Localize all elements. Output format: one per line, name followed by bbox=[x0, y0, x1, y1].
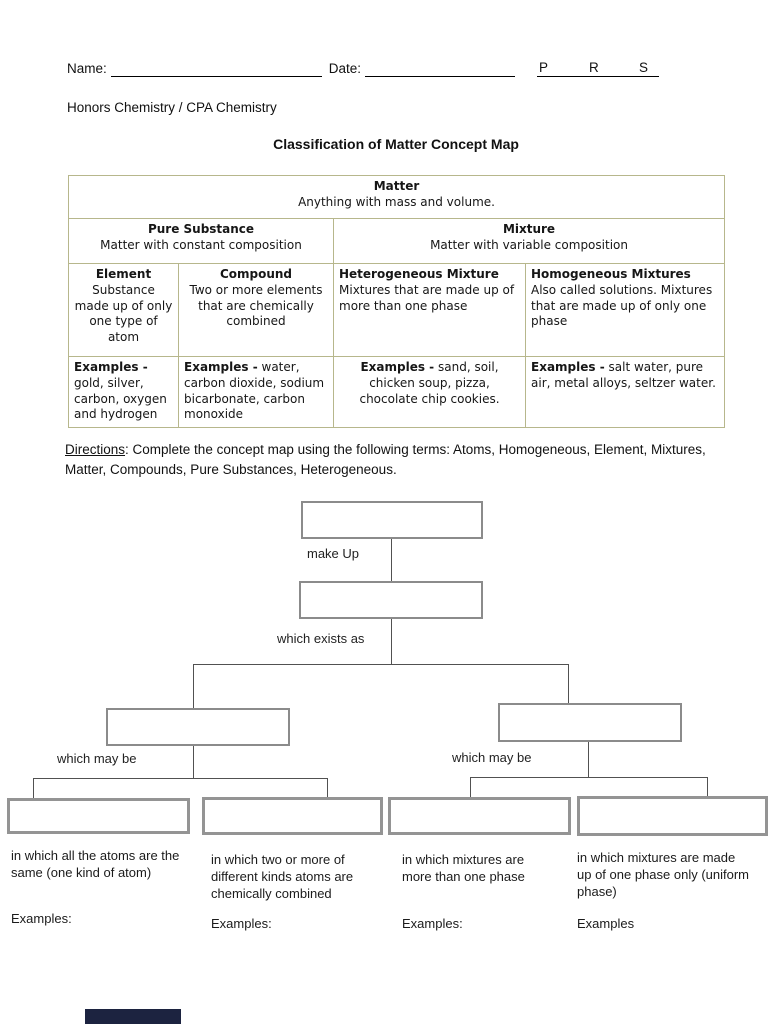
cell-homogeneous-examples: Examples - salt water, pure air, metal a… bbox=[524, 356, 726, 428]
edge-label-may-be-right: which may be bbox=[452, 750, 532, 765]
examples-label-1: Examples: bbox=[11, 911, 72, 926]
concept-box-left-mid[interactable] bbox=[106, 708, 290, 746]
examples-label-2: Examples: bbox=[211, 916, 272, 931]
cell-compound-examples: Examples - water, carbon dioxide, sodium… bbox=[178, 356, 334, 428]
matter-title: Matter bbox=[373, 179, 420, 193]
prs-initials: P R S bbox=[537, 60, 659, 77]
heterogeneous-title: Heterogeneous Mixture bbox=[339, 267, 499, 281]
cell-element-examples: Examples - gold, silver, carbon, oxygen … bbox=[68, 356, 179, 428]
concept-box-right-mid[interactable] bbox=[498, 703, 682, 742]
element-title: Element bbox=[95, 267, 152, 281]
mixture-desc: Matter with variable composition bbox=[430, 237, 628, 252]
concept-box-bottom-2[interactable] bbox=[202, 797, 383, 835]
directions-label: Directions bbox=[65, 442, 126, 457]
concept-box-bottom-3[interactable] bbox=[388, 797, 571, 835]
cell-matter: Matter Anything with mass and volume. bbox=[67, 175, 726, 219]
edge-label-may-be-left: which may be bbox=[57, 751, 137, 766]
directions: Directions: Complete the concept map usi… bbox=[65, 440, 727, 479]
homogeneous-examples: salt water, pure air, metal alloys, selt… bbox=[531, 360, 716, 390]
caption-bottom-1: in which all the atoms are the same (one… bbox=[11, 848, 180, 881]
heterogeneous-examples: sand, soil, chicken soup, pizza, chocola… bbox=[359, 360, 500, 406]
connector-line bbox=[391, 539, 392, 581]
cell-compound: Compound Two or more elements that are c… bbox=[178, 263, 334, 357]
connector-line bbox=[327, 778, 328, 797]
directions-text: : Complete the concept map using the fol… bbox=[65, 442, 706, 477]
connector-line bbox=[470, 777, 471, 797]
pure-substance-title: Pure Substance bbox=[147, 222, 255, 236]
connector-line bbox=[193, 664, 194, 708]
name-input-line[interactable] bbox=[110, 61, 322, 77]
compound-examples: water, carbon dioxide, sodium bicarbonat… bbox=[184, 360, 325, 422]
homogeneous-desc: Also called solutions. Mixtures that are… bbox=[531, 282, 713, 329]
initial-s: S bbox=[639, 60, 649, 75]
edge-label-exists-as: which exists as bbox=[277, 631, 365, 646]
connector-line bbox=[391, 619, 392, 664]
header-row: Name: Date: P R S bbox=[67, 60, 659, 77]
concept-box-bottom-4[interactable] bbox=[577, 796, 768, 836]
initial-r: R bbox=[589, 60, 599, 75]
connector-line bbox=[568, 664, 569, 703]
concept-box-top[interactable] bbox=[301, 501, 483, 539]
caption-bottom-4: in which mixtures are made up of one pha… bbox=[577, 850, 749, 900]
cell-heterogeneous: Heterogeneous Mixture Mixtures that are … bbox=[333, 263, 526, 357]
connector-line bbox=[707, 777, 708, 796]
heterogeneous-examples-label: Examples - bbox=[360, 360, 435, 374]
element-examples-label: Examples - bbox=[74, 360, 148, 374]
cell-mixture: Mixture Matter with variable composition bbox=[332, 218, 726, 264]
heterogeneous-desc: Mixtures that are made up of more than o… bbox=[339, 282, 515, 313]
connector-line bbox=[33, 778, 327, 779]
element-examples: gold, silver, carbon, oxygen and hydroge… bbox=[74, 375, 167, 422]
connector-line bbox=[470, 777, 707, 778]
cell-element: Element Substance made up of only one ty… bbox=[68, 263, 179, 357]
initial-p: P bbox=[539, 60, 549, 75]
homogeneous-examples-label: Examples - bbox=[531, 360, 605, 374]
cell-heterogeneous-examples: Examples - sand, soil, chicken soup, piz… bbox=[333, 356, 526, 428]
edge-label-make-up: make Up bbox=[307, 546, 360, 561]
name-label: Name: bbox=[67, 61, 107, 76]
course-title: Honors Chemistry / CPA Chemistry bbox=[67, 100, 277, 115]
matter-desc: Anything with mass and volume. bbox=[298, 194, 495, 209]
concept-box-bottom-1[interactable] bbox=[7, 798, 190, 834]
classification-table: Matter Anything with mass and volume. Pu… bbox=[67, 175, 726, 428]
caption-bottom-2: in which two or more of different kinds … bbox=[211, 852, 354, 902]
pure-substance-desc: Matter with constant composition bbox=[100, 237, 302, 252]
classification-table-wrap: Matter Anything with mass and volume. Pu… bbox=[67, 175, 726, 428]
page-title: Classification of Matter Concept Map bbox=[273, 136, 519, 152]
connector-line bbox=[193, 746, 194, 778]
date-input-line[interactable] bbox=[365, 61, 515, 77]
concept-box-level2[interactable] bbox=[299, 581, 483, 619]
homogeneous-title: Homogeneous Mixtures bbox=[531, 267, 691, 281]
examples-label-3: Examples: bbox=[402, 916, 463, 931]
connector-line bbox=[588, 742, 589, 777]
connector-line bbox=[193, 664, 568, 665]
caption-bottom-3: in which mixtures are more than one phas… bbox=[402, 852, 525, 885]
mixture-title: Mixture bbox=[502, 222, 556, 236]
date-label: Date: bbox=[328, 61, 361, 76]
connector-line bbox=[33, 778, 34, 798]
footer-bar bbox=[85, 1009, 181, 1024]
compound-title: Compound bbox=[219, 267, 293, 281]
cell-homogeneous: Homogeneous Mixtures Also called solutio… bbox=[524, 263, 726, 357]
examples-label-4: Examples bbox=[577, 916, 635, 931]
cell-pure-substance: Pure Substance Matter with constant comp… bbox=[68, 218, 334, 264]
compound-desc: Two or more elements that are chemically… bbox=[189, 282, 323, 329]
element-desc: Substance made up of only one type of at… bbox=[74, 282, 173, 345]
compound-examples-label: Examples - bbox=[184, 360, 258, 374]
